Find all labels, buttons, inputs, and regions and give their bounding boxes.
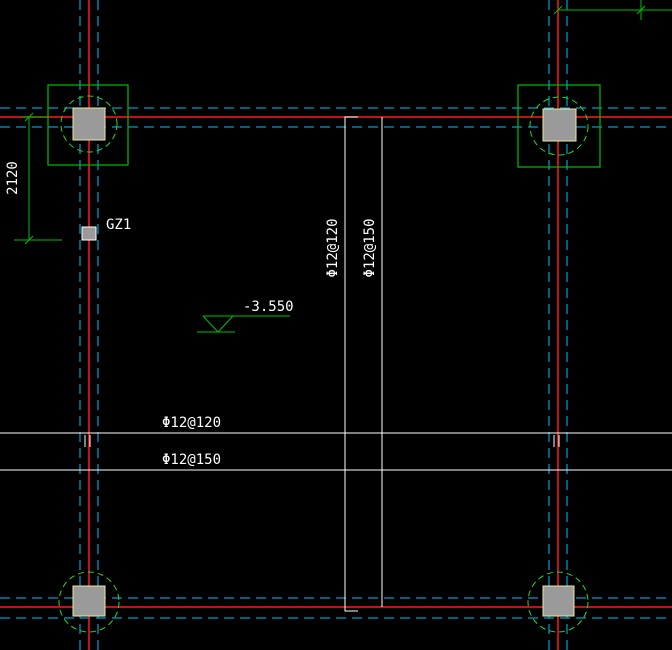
rebar-v-right-label: Φ12@150 bbox=[362, 218, 378, 277]
footing-top-right[interactable] bbox=[517, 84, 601, 168]
level-symbol bbox=[197, 315, 290, 333]
rebar-h-bottom-label: Φ12@150 bbox=[162, 452, 221, 468]
level-mark-label: -3.550 bbox=[243, 299, 294, 315]
column-tag-label: GZ1 bbox=[106, 217, 131, 233]
footing-top-left[interactable] bbox=[47, 84, 129, 166]
column-gz1[interactable] bbox=[81, 226, 97, 241]
rebar-vertical bbox=[344, 116, 383, 612]
pile-bottom-right[interactable] bbox=[527, 571, 589, 633]
column-top-right bbox=[542, 108, 577, 142]
column-top-left bbox=[72, 107, 106, 141]
dimension-top-right bbox=[553, 0, 672, 20]
pile-bottom-left[interactable] bbox=[58, 571, 120, 633]
column-bottom-right bbox=[542, 585, 575, 617]
dim-vertical-label: 2120 bbox=[5, 161, 21, 195]
rebar-horizontal-ticks bbox=[84, 435, 560, 447]
rebar-v-left-label: Φ12@120 bbox=[325, 218, 341, 277]
rebar-h-top-label: Φ12@120 bbox=[162, 415, 221, 431]
dimension-left-2120 bbox=[14, 112, 62, 245]
axis-dashed-vertical bbox=[79, 0, 568, 650]
column-bottom-left bbox=[72, 585, 106, 617]
rebar-horizontal bbox=[0, 432, 672, 471]
